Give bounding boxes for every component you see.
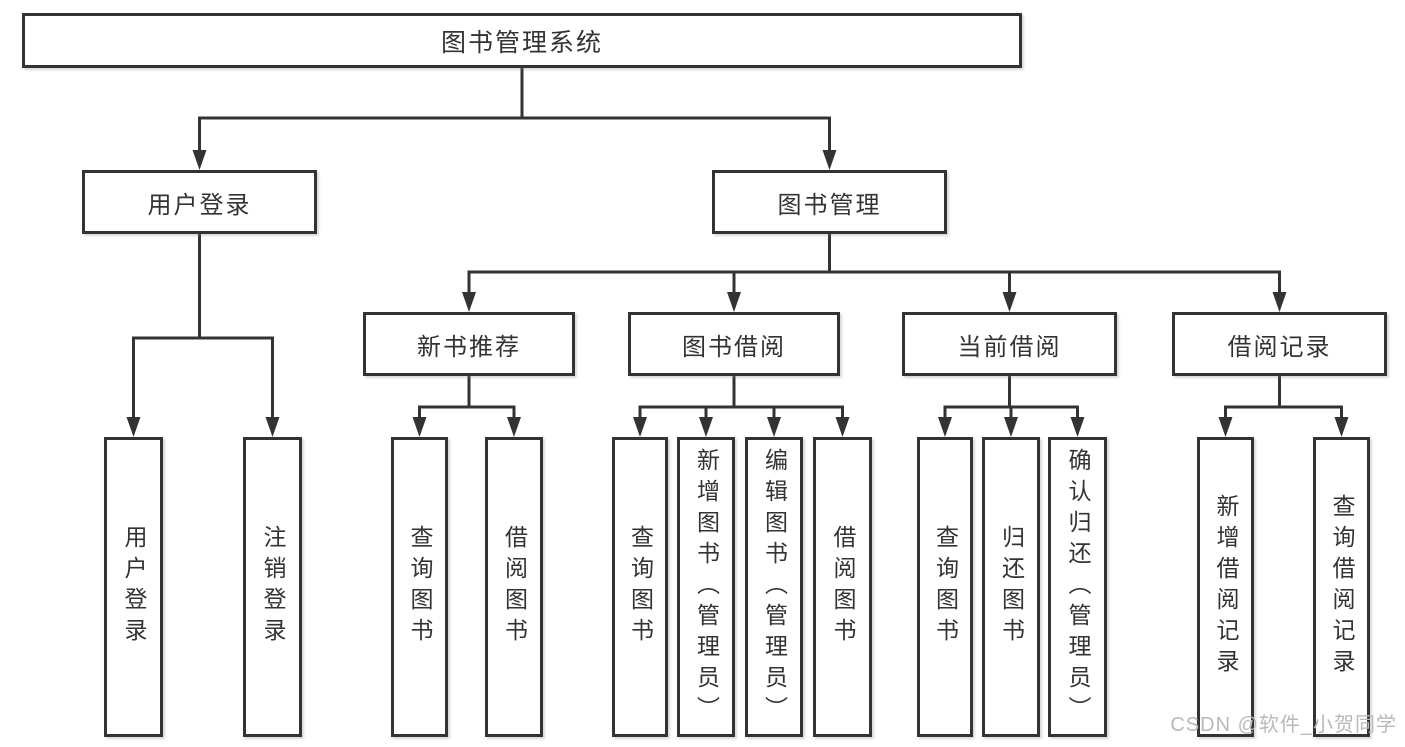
leaf-add-borrow-record-label: 新增借阅记录 — [1213, 494, 1239, 680]
node-borrow-records: 借阅记录 — [1172, 312, 1387, 376]
leaf-edit-books-admin: 编辑图书（管理员） — [745, 437, 803, 737]
leaf-query-borrow-record: 查询借阅记录 — [1313, 437, 1370, 737]
node-root-system: 图书管理系统 — [22, 13, 1022, 68]
node-book-borrow-label: 图书借阅 — [682, 333, 786, 361]
node-current-borrow: 当前借阅 — [902, 312, 1117, 376]
leaf-borrow-query-books-label: 查询图书 — [627, 525, 654, 649]
leaf-rec-borrow-books-label: 借阅图书 — [501, 525, 528, 649]
edge-bookmgmt-to-level3 — [467, 232, 1281, 298]
leaf-borrow-books-label: 借阅图书 — [830, 525, 856, 649]
leaf-current-query-books-label: 查询图书 — [932, 525, 959, 649]
node-user-login-label: 用户登录 — [147, 191, 252, 219]
csdn-watermark: CSDN @软件_小贺同学 — [1170, 708, 1397, 737]
leaf-current-query-books: 查询图书 — [917, 437, 973, 737]
leaf-query-borrow-record-label: 查询借阅记录 — [1329, 494, 1355, 680]
leaf-rec-borrow-books: 借阅图书 — [485, 437, 543, 737]
leaf-edit-books-admin-label: 编辑图书（管理员） — [761, 447, 788, 727]
leaf-return-books-label: 归还图书 — [998, 525, 1025, 649]
leaf-user-login: 用户登录 — [104, 437, 163, 737]
node-user-login: 用户登录 — [82, 170, 317, 234]
leaf-add-books-admin-label: 新增图书（管理员） — [693, 447, 720, 727]
leaf-rec-query-books: 查询图书 — [391, 437, 448, 737]
node-book-management-label: 图书管理 — [777, 191, 882, 219]
node-book-borrow: 图书借阅 — [628, 312, 840, 376]
leaf-confirm-return-admin: 确认归还（管理员） — [1048, 437, 1107, 737]
csdn-watermark-text: CSDN @软件_小贺同学 — [1170, 714, 1397, 736]
edge-records-to-leaves — [1224, 374, 1343, 423]
edge-userlogin-to-leaves — [132, 232, 274, 423]
leaf-borrow-books: 借阅图书 — [813, 437, 872, 737]
leaf-confirm-return-admin-label: 确认归还（管理员） — [1065, 447, 1091, 727]
leaf-add-books-admin: 新增图书（管理员） — [677, 437, 735, 737]
node-borrow-records-label: 借阅记录 — [1227, 333, 1332, 361]
leaf-logout-login-label: 注销登录 — [260, 525, 286, 649]
edge-current-to-leaves — [943, 374, 1079, 423]
leaf-rec-query-books-label: 查询图书 — [407, 525, 433, 649]
leaf-user-login-label: 用户登录 — [121, 525, 147, 649]
edge-root-to-level2 — [198, 66, 831, 156]
node-current-borrow-label: 当前借阅 — [957, 333, 1062, 361]
node-new-book-recommend: 新书推荐 — [363, 312, 575, 376]
node-root-label: 图书管理系统 — [440, 28, 603, 57]
arrowheads — [126, 150, 1349, 437]
leaf-borrow-query-books: 查询图书 — [612, 437, 668, 737]
leaf-logout-login: 注销登录 — [243, 437, 302, 737]
edge-newrec-to-leaves — [418, 374, 516, 423]
edge-borrow-to-leaves — [638, 374, 844, 423]
leaf-add-borrow-record: 新增借阅记录 — [1197, 437, 1254, 737]
leaf-return-books: 归还图书 — [982, 437, 1040, 737]
node-new-book-recommend-label: 新书推荐 — [417, 333, 521, 361]
node-book-management: 图书管理 — [712, 170, 947, 234]
